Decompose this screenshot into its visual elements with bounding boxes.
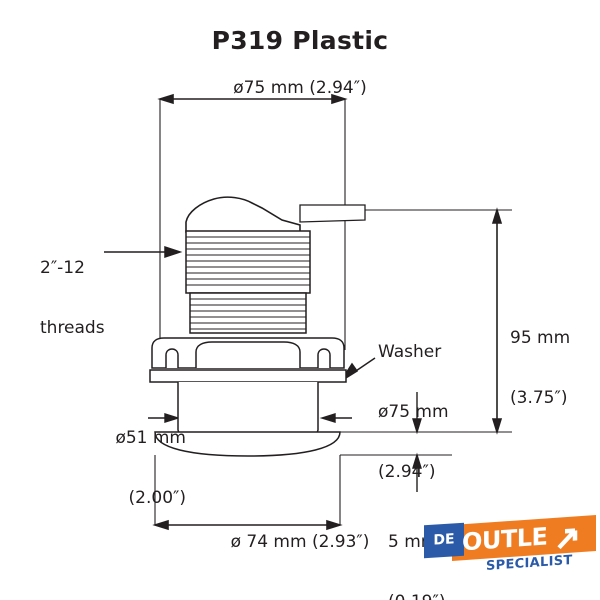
dimension-label-top-diameter: ø75 mm (2.94″): [233, 78, 367, 98]
extension-lines: [154, 99, 512, 525]
shaft-line-1: ø51 mm: [115, 428, 186, 449]
threads-line-1: 2″-12: [40, 258, 85, 279]
watermark-logo: DE OUTLE SPECIALIST: [424, 514, 596, 576]
washer-line-3: (2.94″): [378, 462, 436, 483]
bottom-flange: [154, 431, 341, 457]
callout-label-washer: Washer ø75 mm (2.94″): [378, 302, 449, 523]
callout-threads-arrow: [104, 245, 183, 259]
dimension-top-diameter: [157, 93, 348, 105]
page-title: P319 Plastic: [211, 26, 389, 55]
threaded-barrel-upper: [185, 230, 311, 294]
callout-label-threads: 2″-12 threads: [40, 218, 105, 378]
dimension-label-bottom-diameter: ø 74 mm (2.93″): [230, 532, 370, 552]
logo-de-text: DE: [433, 531, 455, 549]
thickness-line-2: (0.19″): [388, 592, 445, 600]
lock-nut-collar: [151, 337, 345, 369]
threaded-barrel-lower: [189, 292, 307, 334]
washer-line-2: ø75 mm: [378, 402, 449, 423]
washer-line-1: Washer: [378, 342, 442, 363]
cable: [299, 204, 366, 223]
dimension-label-overall-height: 95 mm (3.75″): [510, 288, 570, 448]
shaft-line-2: (2.00″): [128, 488, 186, 509]
dimension-shaft-diameter: [148, 413, 352, 423]
logo-arrow-icon: [557, 528, 578, 550]
thread-lines-upper: [186, 236, 310, 286]
washer-plate: [149, 369, 347, 383]
transducer-dome: [185, 196, 301, 233]
threads-line-2: threads: [40, 318, 105, 339]
dimension-flange-thickness: [412, 392, 422, 492]
height-line-1: 95 mm: [510, 328, 571, 349]
height-line-2: (3.75″): [510, 388, 568, 409]
dimension-bottom-diameter: [152, 519, 343, 531]
dimension-label-shaft-diameter: ø51 mm (2.00″): [68, 388, 186, 548]
shaft-cylinder: [177, 382, 319, 437]
thread-lines-lower: [190, 298, 306, 330]
dimension-overall-height: [491, 207, 503, 435]
